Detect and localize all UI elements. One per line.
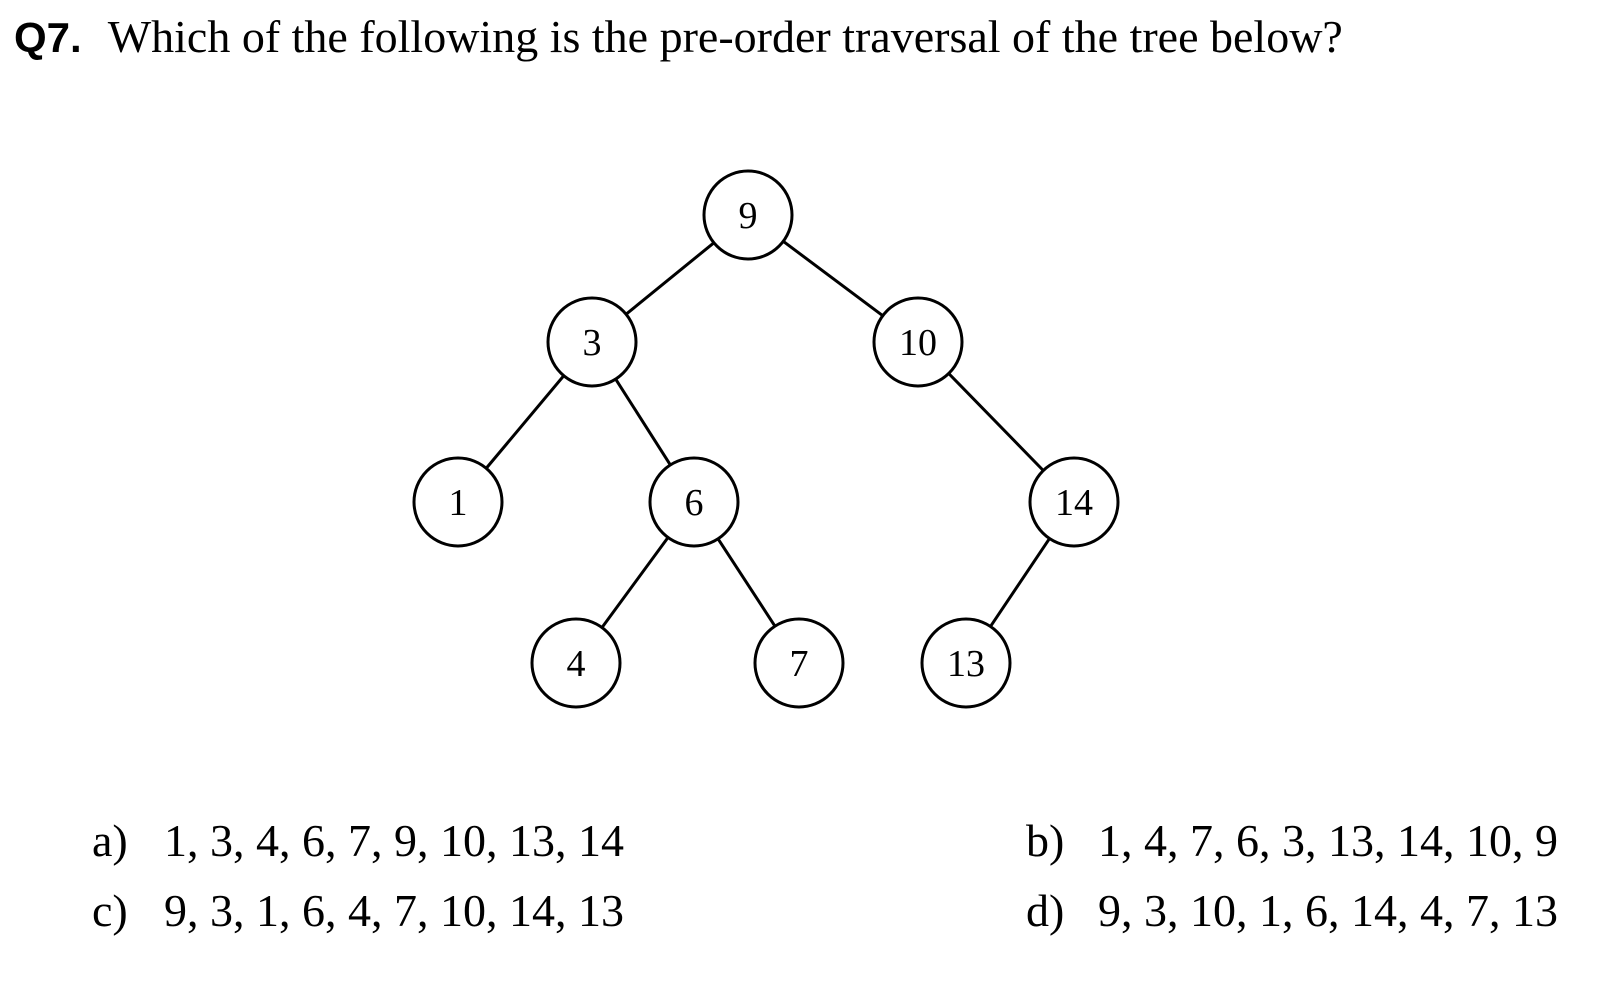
tree-node-label: 13: [947, 643, 985, 685]
tree-node-9: 9: [702, 169, 794, 261]
option-d-letter: d): [1026, 885, 1065, 936]
tree-node-circle: [1028, 456, 1120, 548]
tree-edge-6-4: [600, 536, 670, 629]
question-number: Q7.: [14, 14, 82, 61]
tree-node-7: 7: [753, 617, 845, 709]
question-text: Which of the following is the pre-order …: [107, 11, 1343, 62]
tree-node-circle: [546, 296, 638, 388]
tree-node-label: 14: [1055, 482, 1093, 524]
tree-node-circle: [412, 456, 504, 548]
tree-edges: [485, 240, 1051, 629]
tree-nodes: 9 3 10 1 6 14 4 7 13: [412, 169, 1120, 709]
tree-node-label: 10: [899, 322, 937, 364]
option-b-text: 1, 4, 7, 6, 3, 13, 14, 10, 9: [1098, 815, 1558, 866]
tree-node-label: 3: [583, 322, 602, 364]
tree-node-1: 1: [412, 456, 504, 548]
tree-node-circle: [702, 169, 794, 261]
question-prompt: Q7. Which of the following is the pre-ord…: [14, 8, 1343, 67]
tree-edge-3-1: [485, 374, 565, 470]
tree-node-14: 14: [1028, 456, 1120, 548]
tree-edge-3-6: [614, 378, 672, 466]
tree-edge-14-13: [989, 537, 1051, 628]
tree-edge-6-7: [716, 538, 777, 627]
tree-edge-10-14: [947, 372, 1045, 472]
tree-node-label: 9: [739, 195, 758, 237]
tree-node-circle: [872, 296, 964, 388]
option-c[interactable]: c) 9, 3, 1, 6, 4, 7, 10, 14, 13: [92, 882, 624, 940]
tree-node-13: 13: [920, 617, 1012, 709]
option-b-letter: b): [1026, 815, 1065, 866]
tree-node-label: 4: [567, 643, 586, 685]
option-d[interactable]: d) 9, 3, 10, 1, 6, 14, 4, 7, 13: [1026, 882, 1558, 940]
option-a-letter: a): [92, 815, 128, 866]
tree-edge-9-10: [782, 240, 884, 317]
option-c-letter: c): [92, 885, 128, 936]
tree-node-label: 1: [449, 482, 468, 524]
tree-node-circle: [530, 617, 622, 709]
tree-node-label: 6: [685, 482, 704, 524]
tree-node-6: 6: [648, 456, 740, 548]
tree-node-circle: [920, 617, 1012, 709]
option-d-text: 9, 3, 10, 1, 6, 14, 4, 7, 13: [1098, 885, 1558, 936]
tree-edge-9-3: [625, 241, 715, 316]
tree-node-3: 3: [546, 296, 638, 388]
option-b[interactable]: b) 1, 4, 7, 6, 3, 13, 14, 10, 9: [1026, 812, 1558, 870]
tree-node-10: 10: [872, 296, 964, 388]
tree-node-circle: [648, 456, 740, 548]
option-c-text: 9, 3, 1, 6, 4, 7, 10, 14, 13: [164, 885, 624, 936]
tree-node-4: 4: [530, 617, 622, 709]
tree-node-label: 7: [790, 643, 809, 685]
tree-node-circle: [753, 617, 845, 709]
option-a[interactable]: a) 1, 3, 4, 6, 7, 9, 10, 13, 14: [92, 812, 624, 870]
option-a-text: 1, 3, 4, 6, 7, 9, 10, 13, 14: [164, 815, 624, 866]
